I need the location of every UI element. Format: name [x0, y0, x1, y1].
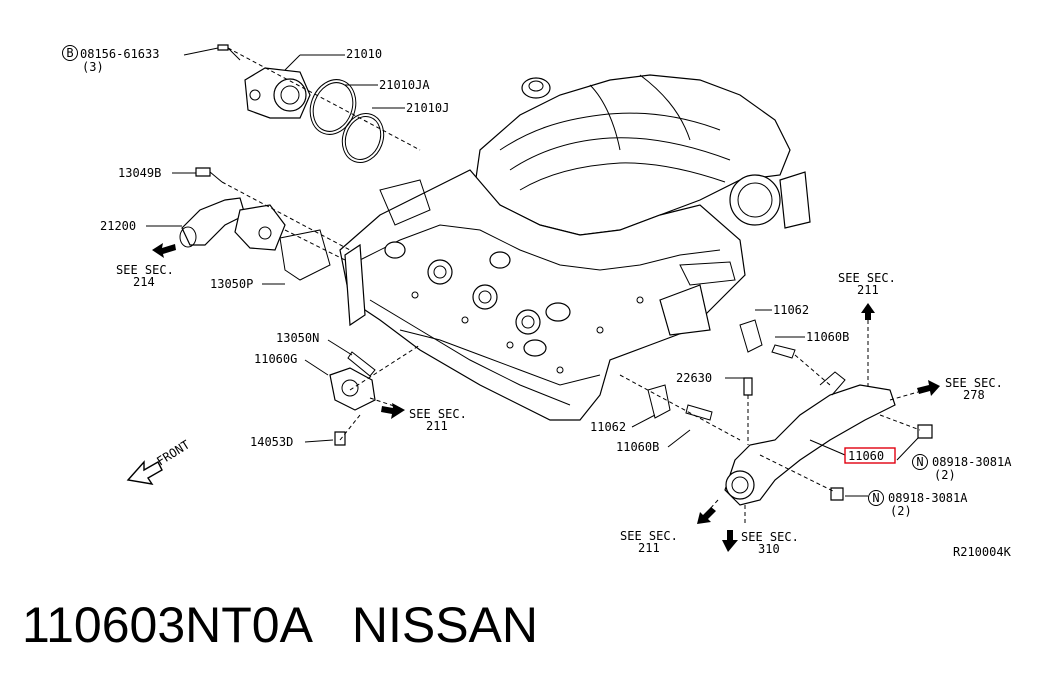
arrow-icon [381, 403, 405, 419]
label-11062-bottom[interactable]: 11062 [590, 420, 626, 434]
see-sec-211-top-label[interactable]: SEE SEC. [838, 271, 896, 285]
arrow-icon [152, 243, 176, 258]
leader-lines [146, 47, 926, 525]
see-sec-310-number[interactable]: 310 [758, 542, 780, 556]
label-13050p[interactable]: 13050P [210, 277, 253, 291]
water-outlet-11060-illustration [647, 319, 933, 506]
direction-arrows [126, 243, 940, 552]
label-21010ja[interactable]: 21010JA [379, 78, 430, 92]
arrow-icon [861, 303, 875, 320]
label-21010[interactable]: 21010 [346, 47, 382, 61]
highlight-box [844, 447, 896, 464]
marker-n-1-text: N [916, 455, 923, 469]
arrow-icon [722, 530, 738, 552]
marker-n-1: N [912, 454, 928, 470]
label-21010j[interactable]: 21010J [406, 101, 449, 115]
label-11060g[interactable]: 11060G [254, 352, 297, 366]
label-21200[interactable]: 21200 [100, 219, 136, 233]
marker-b-text: B [66, 46, 73, 60]
see-sec-214-label[interactable]: SEE SEC. [116, 263, 174, 277]
label-13050n[interactable]: 13050N [276, 331, 319, 345]
label-13049b[interactable]: 13049B [118, 166, 161, 180]
diagram-code: R210004K [953, 545, 1012, 559]
see-sec-278-number[interactable]: 278 [963, 388, 985, 402]
label-08156-qty: (3) [82, 60, 104, 74]
label-08918-2-qty: (2) [890, 504, 912, 518]
arrow-icon [697, 507, 716, 524]
label-08918-3081a-2[interactable]: 08918-3081A [888, 491, 968, 505]
see-sec-278-label[interactable]: SEE SEC. [945, 376, 1003, 390]
front-arrow-icon [126, 460, 163, 485]
label-08918-1-qty: (2) [934, 468, 956, 482]
label-14053d[interactable]: 14053D [250, 435, 293, 449]
see-sec-211-mid-number[interactable]: 211 [426, 419, 448, 433]
label-11060b-top[interactable]: 11060B [806, 330, 849, 344]
part-number-caption: 110603NT0A NISSAN [22, 597, 539, 653]
marker-n-2-text: N [872, 491, 879, 505]
see-sec-214-number[interactable]: 214 [133, 275, 155, 289]
marker-n-2: N [868, 490, 884, 506]
engine-illustration [339, 74, 811, 421]
thermostat-housing-illustration [329, 351, 376, 446]
label-08156-61633[interactable]: 08156-61633 [80, 47, 159, 61]
label-11060b-bottom[interactable]: 11060B [616, 440, 659, 454]
see-sec-310-label[interactable]: SEE SEC. [741, 530, 799, 544]
marker-b: B [62, 45, 78, 61]
water-pump-illustration [217, 44, 385, 163]
water-outlet-illustration [179, 167, 331, 281]
see-sec-211-top-number[interactable]: 211 [857, 283, 879, 297]
label-22630[interactable]: 22630 [676, 371, 712, 385]
label-11062-top[interactable]: 11062 [773, 303, 809, 317]
see-sec-211-bottom-number[interactable]: 211 [638, 541, 660, 555]
see-sec-211-bottom-label[interactable]: SEE SEC. [620, 529, 678, 543]
label-11060-highlighted[interactable]: 11060 [848, 449, 884, 463]
arrow-icon [917, 380, 940, 396]
front-label: FRONT [154, 438, 192, 469]
see-sec-211-mid-label[interactable]: SEE SEC. [409, 407, 467, 421]
label-08918-3081a-1[interactable]: 08918-3081A [932, 455, 1012, 469]
